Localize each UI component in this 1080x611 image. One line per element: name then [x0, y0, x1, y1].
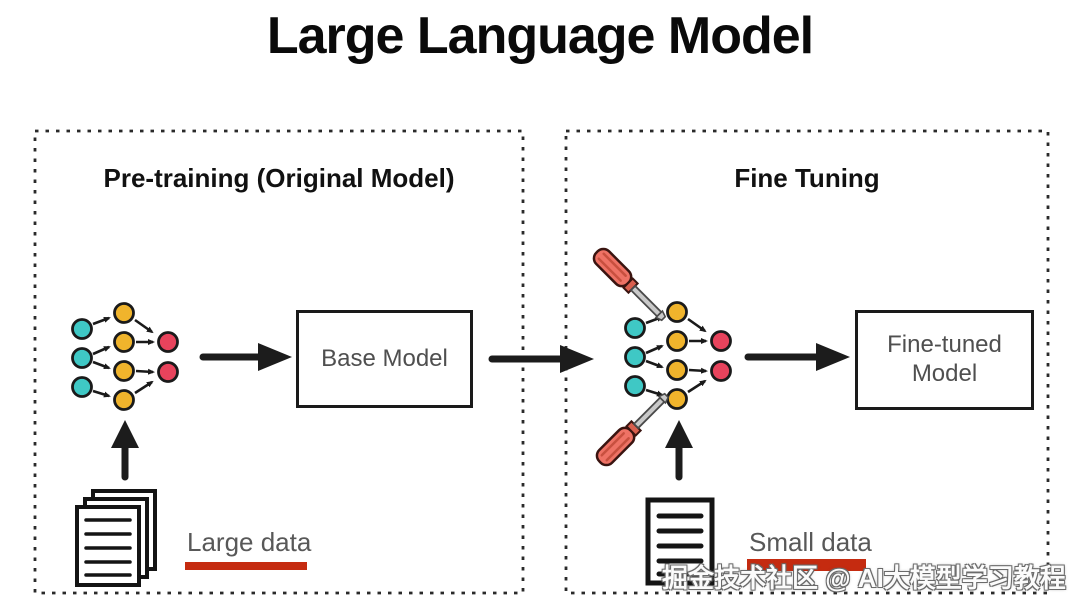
finetuning-panel: Fine Tuning: [566, 131, 1048, 593]
pretraining-panel: Pre-training (Original Model): [35, 131, 523, 593]
document-stack-icon: [75, 489, 157, 587]
neural-network-icon: [626, 303, 731, 409]
finetuning-header: Fine Tuning: [734, 163, 880, 193]
document-icon: [645, 497, 715, 586]
arrow-right-icon: [488, 345, 594, 373]
arrow-right-icon: [744, 343, 850, 371]
neural-network-icon: [73, 304, 178, 410]
page-title: Large Language Model: [266, 7, 814, 65]
screwdriver-icon: [592, 387, 675, 470]
base-model-box: Base Model: [296, 310, 473, 408]
large-data-underline: [185, 562, 307, 570]
pretraining-header: Pre-training (Original Model): [103, 163, 455, 193]
small-data-underline: [747, 559, 866, 571]
base-model-label: Base Model: [321, 344, 448, 372]
pretraining-panel-border: [33, 129, 525, 595]
large-data-label: Large data: [187, 527, 312, 557]
watermark-text: 掘金技术社区 @ AI大模型学习教程: [662, 563, 1066, 593]
arrow-right-icon: [199, 343, 292, 371]
fine-tuned-model-label: Fine-tuned Model: [887, 331, 1002, 387]
arrow-up-icon: [665, 420, 693, 481]
small-data-label: Small data: [749, 527, 872, 557]
fine-tuned-model-box: Fine-tuned Model: [855, 310, 1034, 410]
screwdriver-icon: [589, 244, 672, 327]
arrow-up-icon: [111, 420, 139, 481]
